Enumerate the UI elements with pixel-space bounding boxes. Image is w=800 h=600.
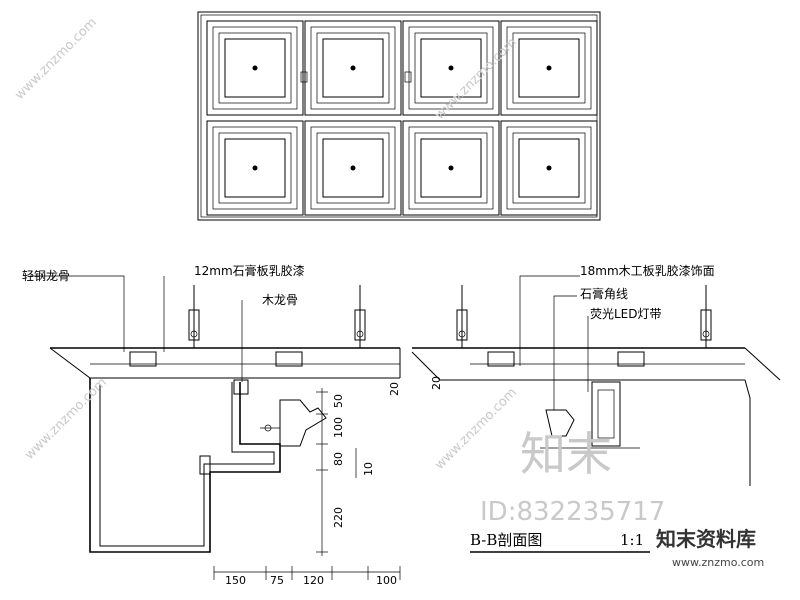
keel-profiles-right (487, 351, 645, 367)
ceiling-panel (206, 120, 304, 216)
light-point-icon (252, 65, 258, 71)
label-gypsum-corner: 石膏角线 (580, 286, 628, 301)
label-wood-board: 18mm木工板乳胶漆饰面 (580, 263, 715, 278)
hanger-rods-right (456, 285, 712, 348)
watermark: 知末 ID:832235717 知末资料库 www.znzmo.com www.… (12, 15, 800, 586)
keel-profiles (129, 351, 303, 367)
dim-100: 100 (376, 574, 397, 587)
watermark-diagonal-1: www.znzmo.com (12, 15, 100, 103)
section-title: B-B剖面图 (470, 531, 542, 549)
ceiling-panel (206, 20, 304, 116)
ceiling-panel (304, 120, 402, 216)
section-scale: 1:1 (620, 531, 644, 549)
dim-100-v: 100 (332, 417, 345, 438)
label-light-steel-keel: 轻钢龙骨 (22, 269, 70, 283)
ceiling-panel-grid (206, 20, 598, 216)
ceiling-panel (500, 120, 598, 216)
fixture-icon (404, 71, 412, 83)
ceiling-panel (402, 20, 500, 116)
dim-side-left: 20 (388, 382, 401, 396)
light-point-icon (350, 165, 356, 171)
right-section (411, 275, 781, 486)
watermark-logo-text: 知末 (520, 427, 612, 481)
fixture-icon (300, 71, 308, 83)
light-point-icon (546, 65, 552, 71)
label-wood-keel: 木龙骨 (262, 293, 298, 307)
dim-220: 220 (332, 507, 345, 528)
watermark-id: ID:832235717 (480, 497, 665, 527)
ceiling-plan (197, 11, 601, 221)
watermark-url: www.znzmo.com (672, 556, 764, 569)
left-section (30, 275, 401, 580)
ceiling-panel (500, 20, 598, 116)
light-point-icon (448, 165, 454, 171)
dim-10: 10 (362, 462, 375, 476)
vertical-dimensions: 50 100 80 220 10 20 20 (332, 376, 443, 528)
ceiling-panel (304, 20, 402, 116)
light-point-icon (546, 165, 552, 171)
dim-75: 75 (270, 574, 284, 587)
watermark-diagonal-2: www.znzmo.com (22, 375, 110, 463)
dim-side-right: 20 (430, 376, 443, 390)
label-gypsum-board: 12mm石膏板乳胶漆 (194, 263, 305, 278)
light-point-icon (448, 65, 454, 71)
dim-120: 120 (303, 574, 324, 587)
label-led-strip: 荧光LED灯带 (590, 307, 662, 321)
watermark-diagonal-4: www.znzmo.com (432, 385, 520, 473)
dim-150: 150 (225, 574, 246, 587)
light-point-icon (252, 165, 258, 171)
watermark-brand: 知末资料库 (656, 527, 756, 551)
light-point-icon (350, 65, 356, 71)
hanger-rods (188, 285, 366, 348)
dim-50: 50 (332, 394, 345, 408)
dim-80: 80 (332, 452, 345, 466)
ceiling-panel (402, 120, 500, 216)
